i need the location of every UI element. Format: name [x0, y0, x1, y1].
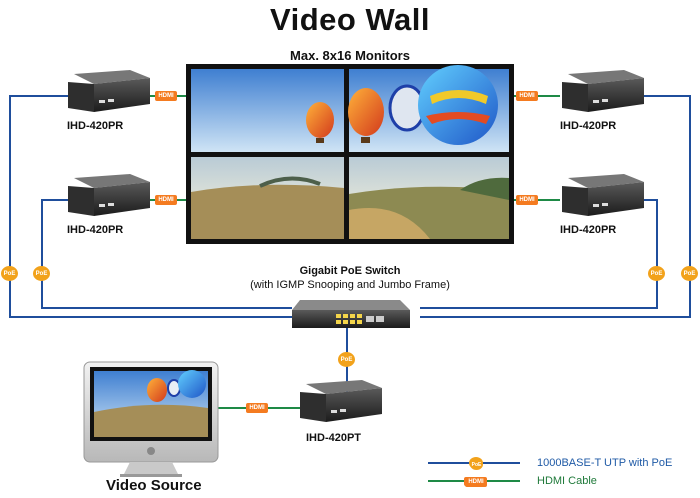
- poe-badge-label: PoE: [3, 270, 16, 277]
- transmitter: [300, 380, 382, 422]
- video-source-computer: [83, 361, 219, 477]
- poe-badge: PoE: [33, 266, 50, 281]
- legend-poe-badge-label: PoE: [471, 461, 482, 468]
- video-source-label: Video Source: [106, 477, 202, 494]
- receiver-top-left: [68, 70, 150, 112]
- hdmi-badge-label: HDMI: [158, 197, 174, 203]
- hdmi-badge: HDMI: [155, 91, 177, 101]
- receiver-top-right: [562, 70, 644, 112]
- poe-badge-label: PoE: [650, 270, 663, 277]
- receiver-label: IHD-420PR: [560, 120, 617, 132]
- legend-hdmi-badge: HDMI: [465, 477, 487, 487]
- switch-detail: (with IGMP Snooping and Jumbo Frame): [250, 279, 450, 291]
- transmitter-label: IHD-420PT: [306, 432, 362, 444]
- receiver-label: IHD-420PR: [67, 224, 124, 236]
- apple-logo-icon: [147, 447, 155, 455]
- receiver-label: IHD-420PR: [560, 224, 617, 236]
- legend-hdmi-label: HDMI Cable: [537, 475, 597, 487]
- legend-hdmi-badge-label: HDMI: [468, 479, 484, 485]
- hdmi-badge: HDMI: [516, 91, 538, 101]
- poe-badge-label: PoE: [340, 356, 353, 363]
- page-title: Video Wall: [269, 2, 431, 37]
- hdmi-badge-label: HDMI: [158, 93, 174, 99]
- poe-badge: PoE: [1, 266, 18, 281]
- hdmi-badge-label: HDMI: [249, 405, 265, 411]
- legend-utp-label: 1000BASE-T UTP with PoE: [537, 457, 673, 469]
- switch-title: Gigabit PoE Switch: [299, 265, 401, 277]
- video-wall: [186, 64, 514, 244]
- hdmi-badge: HDMI: [246, 403, 268, 413]
- poe-badge: PoE: [648, 266, 665, 281]
- poe-switch: [292, 300, 410, 328]
- poe-badge-label: PoE: [35, 270, 48, 277]
- receiver-mid-right: [562, 174, 644, 216]
- poe-badge: PoE: [338, 352, 355, 367]
- legend-poe-badge: PoE: [470, 459, 483, 470]
- hdmi-badge-label: HDMI: [519, 197, 535, 203]
- hdmi-badge: HDMI: [155, 195, 177, 205]
- video-wall-subtitle: Max. 8x16 Monitors: [290, 48, 410, 63]
- receiver-label: IHD-420PR: [67, 120, 124, 132]
- hdmi-badge-label: HDMI: [519, 93, 535, 99]
- receiver-mid-left: [68, 174, 150, 216]
- poe-badge-label: PoE: [683, 270, 696, 277]
- poe-badge: PoE: [681, 266, 698, 281]
- hdmi-badge: HDMI: [516, 195, 538, 205]
